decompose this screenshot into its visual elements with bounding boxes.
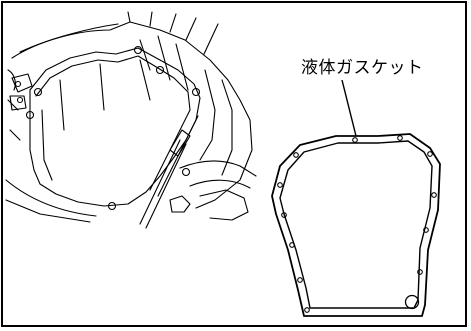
oil-pan-gasket-outline-view bbox=[271, 79, 441, 317]
engine-oil-pan-installed-view bbox=[5, 11, 257, 229]
diagram-frame bbox=[1, 1, 467, 327]
liquid-gasket-callout-label: 液体ガスケット bbox=[301, 58, 424, 78]
